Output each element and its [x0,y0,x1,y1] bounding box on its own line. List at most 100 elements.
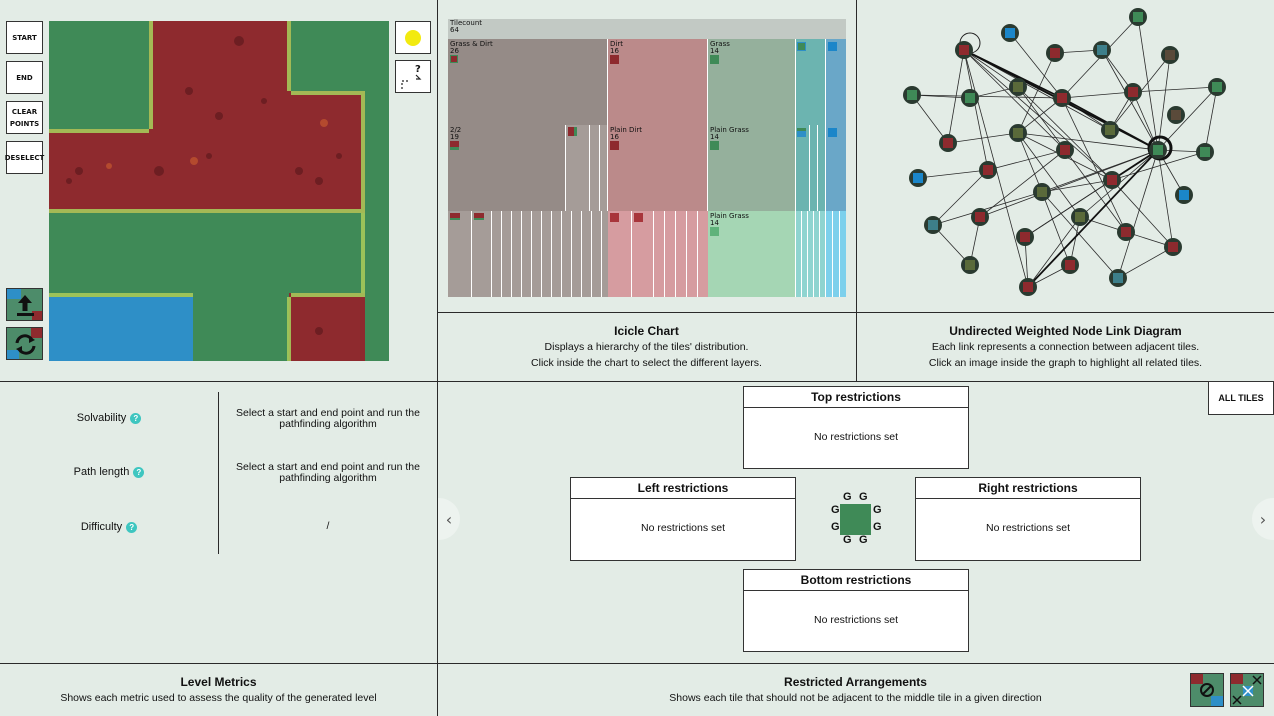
help-icon[interactable]: ? [133,466,145,478]
icicle-segment[interactable] [826,125,846,211]
icicle-water[interactable] [826,39,846,125]
left-restrictions-text: No restrictions set [640,522,726,534]
icicle-leaf-group[interactable] [654,211,708,297]
graph-node[interactable] [1167,106,1185,124]
right-restrictions-text: No restrictions set [985,522,1071,534]
bottom-restrictions-panel[interactable]: Bottom restrictions No restrictions set [743,569,969,652]
metric-label: Solvability [76,412,127,424]
graph-node[interactable] [961,256,979,274]
next-arrow[interactable]: › [1252,498,1274,540]
graph-node[interactable] [909,169,927,187]
icicle-leaf[interactable] [632,211,654,297]
prev-arrow[interactable]: ‹ [438,498,460,540]
graph-node[interactable] [1056,141,1074,159]
color-picker-button[interactable] [395,21,431,54]
graph-node[interactable] [1124,83,1142,101]
icicle-segment[interactable] [590,125,600,211]
graph-node[interactable] [1101,121,1119,139]
refresh-icon [7,328,42,359]
graph-node[interactable] [971,208,989,226]
disallow-tile-button[interactable] [1190,673,1224,707]
graph-node[interactable] [1071,208,1089,226]
icicle-segment[interactable] [566,125,590,211]
graph-node[interactable] [1009,124,1027,142]
graph-node[interactable] [924,216,942,234]
help-icon[interactable]: ? [126,521,138,533]
metric-label: Difficulty [80,521,123,533]
icicle-grass-water[interactable] [796,39,826,125]
graph-node[interactable] [961,89,979,107]
graph-node[interactable] [1129,8,1147,26]
left-restrictions-panel[interactable]: Left restrictions No restrictions set [570,477,796,561]
edge-label: G [859,534,868,546]
graph-node[interactable] [1009,78,1027,96]
graph-node[interactable] [1164,238,1182,256]
graph-node[interactable] [979,161,997,179]
level-map[interactable] [49,21,389,361]
graph-node[interactable] [1117,223,1135,241]
graph-node[interactable] [1016,228,1034,246]
question-mark: ? [415,64,421,75]
icicle-segment[interactable] [600,125,608,211]
graph-node[interactable] [955,41,973,59]
help-icon[interactable]: ? [130,412,142,424]
end-button[interactable]: END [6,61,43,94]
graph-node[interactable] [1053,89,1071,107]
icicle-leaf[interactable] [472,211,492,297]
right-restrictions-panel[interactable]: Right restrictions No restrictions set [915,477,1141,561]
icicle-segment[interactable] [796,125,810,211]
restrictions-description: Shows each tile that should not be adjac… [669,692,1042,704]
graph-node[interactable] [1019,278,1037,296]
top-restrictions-panel[interactable]: Top restrictions No restrictions set [743,386,969,469]
start-button[interactable]: START [6,21,43,54]
icicle-leaf-group[interactable] [492,211,608,297]
graph-node[interactable] [903,86,921,104]
deselect-button[interactable]: DESELECT [5,141,44,174]
icicle-segment[interactable] [810,125,818,211]
bottom-restrictions-title: Bottom restrictions [744,570,968,591]
graph-node[interactable] [1161,46,1179,64]
all-tiles-button[interactable]: ALL TILES [1208,381,1274,415]
no-entry-icon [1191,674,1223,706]
unknown-tile-button[interactable]: ? [395,60,431,93]
icicle-leaf[interactable] [608,211,632,297]
graph-node[interactable] [1109,269,1127,287]
icicle-leaf-group[interactable] [826,211,846,297]
nodelink-title: Undirected Weighted Node Link Diagram [949,324,1182,338]
graph-node[interactable] [1046,44,1064,62]
graph-node[interactable] [1196,143,1214,161]
node-link-diagram[interactable] [900,5,1230,305]
graph-node[interactable] [1103,171,1121,189]
icicle-segment[interactable] [818,125,826,211]
clear-points-button[interactable]: CLEAR POINTS [6,101,43,134]
edge-label: G [873,521,882,533]
icicle-leaf-group[interactable] [796,211,826,297]
restrictions-title: Restricted Arrangements [784,675,927,689]
edge-label: G [831,504,840,516]
graph-node[interactable] [1149,141,1167,159]
metrics-description: Shows each metric used to assess the qua… [60,692,377,704]
upload-icon [7,289,42,320]
graph-node[interactable] [1093,41,1111,59]
cross-icon [1231,674,1262,705]
upload-button[interactable] [6,288,43,321]
remove-restriction-button[interactable] [1230,673,1264,707]
graph-node[interactable] [1033,183,1051,201]
graph-node[interactable] [1208,78,1226,96]
graph-node[interactable] [939,134,957,152]
graph-node[interactable] [1175,186,1193,204]
graph-node[interactable] [1001,24,1019,42]
icicle-leaf[interactable] [448,211,472,297]
bottom-restrictions-text: No restrictions set [813,614,899,626]
graph-node[interactable] [1061,256,1079,274]
refresh-button[interactable] [6,327,43,360]
